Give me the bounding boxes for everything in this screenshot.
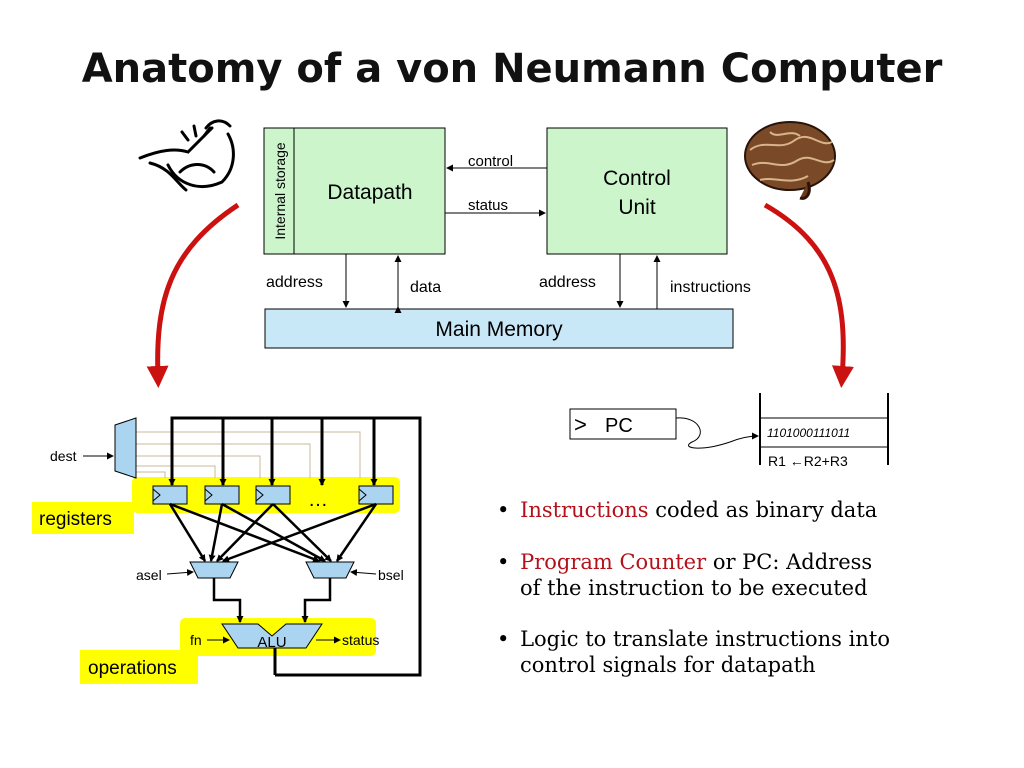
bullet-1: • Instructions coded as binary data — [497, 498, 877, 522]
top-block-diagram: Internal storage Datapath Control Unit c… — [263, 127, 751, 349]
main-memory-label: Main Memory — [435, 318, 563, 341]
alu — [221, 623, 323, 649]
bullet-2-line2: of the instruction to be executed — [520, 576, 868, 600]
page-title: Anatomy of a von Neumann Computer — [82, 46, 943, 92]
bullet-2-text: or PC: Address — [706, 550, 872, 574]
register-1 — [152, 485, 188, 505]
address-label-right: address — [539, 274, 596, 291]
bullet-2: • Program Counter or PC: Address — [497, 550, 872, 574]
datapath-detail-diagram: registers operations dest — [32, 416, 422, 684]
main-memory-block — [264, 308, 734, 349]
pc-register-diagram: > PC 1101000111011 R1 ←R2+R3 — [569, 393, 889, 469]
instruction-text: R1 ←R2+R3 — [768, 453, 848, 469]
asel-mux — [189, 561, 239, 579]
address-label-left: address — [266, 274, 323, 291]
bullet-1-highlight: Instructions — [520, 498, 648, 522]
bullet-2-highlight: Program Counter — [520, 550, 707, 574]
red-arrow-left — [146, 202, 240, 388]
bullet-1-text: coded as binary data — [649, 498, 878, 522]
register-2 — [204, 485, 240, 505]
registers-ellipsis: … — [308, 489, 328, 511]
bullet-3-text: Logic to translate instructions into — [520, 627, 890, 651]
pc-clock-symbol: > — [574, 412, 587, 437]
status-signal-label: status — [468, 197, 508, 214]
pc-register — [569, 408, 677, 440]
brain-icon — [744, 121, 836, 200]
register-3 — [255, 485, 291, 505]
control-unit-block — [546, 127, 728, 255]
registers-label-box — [32, 502, 134, 534]
asel-label: asel — [136, 567, 162, 583]
control-unit-label-line2: Unit — [618, 196, 656, 219]
control-unit-label-line1: Control — [603, 167, 671, 190]
dest-mux — [114, 417, 137, 479]
operations-label: operations — [88, 658, 177, 679]
dest-label: dest — [50, 448, 77, 464]
instructions-label: instructions — [670, 279, 751, 296]
bsel-mux — [305, 561, 355, 579]
alu-label: ALU — [257, 634, 286, 651]
bullet-list: • Instructions coded as binary data • Pr… — [497, 498, 890, 677]
bsel-label: bsel — [378, 567, 404, 583]
muscle-arm-icon — [138, 119, 235, 192]
red-arrow-right — [763, 202, 854, 388]
instruction-bits: 1101000111011 — [767, 426, 850, 440]
bullet-3-line2: control signals for datapath — [520, 653, 816, 677]
register-n — [358, 485, 394, 505]
bullet-3: • Logic to translate instructions into — [497, 627, 890, 651]
internal-storage-label: Internal storage — [272, 142, 288, 239]
alu-status-label: status — [342, 632, 379, 648]
operations-label-box — [80, 650, 198, 684]
datapath-label: Datapath — [327, 181, 412, 204]
control-signal-label: control — [468, 153, 513, 170]
data-label: data — [410, 279, 441, 296]
fn-label: fn — [190, 632, 202, 648]
registers-label: registers — [39, 509, 112, 530]
pc-label: PC — [605, 415, 633, 437]
